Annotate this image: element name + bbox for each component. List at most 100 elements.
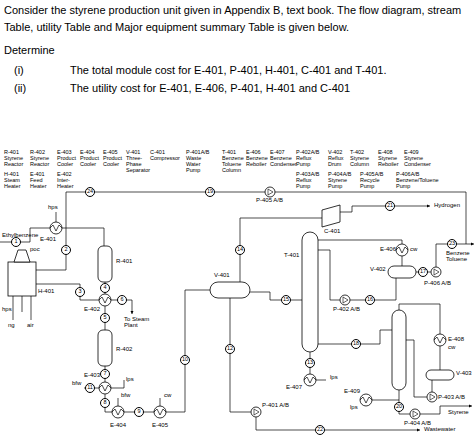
- equipment-legend-text: P-401A/B: [186, 150, 210, 156]
- stream-label: 23: [449, 241, 455, 247]
- equipment-legend-text: Benzene Reboiler: [246, 156, 272, 168]
- stream-number: 8: [100, 398, 110, 408]
- equipment-tag: lps: [350, 404, 358, 410]
- stream-label: 7: [103, 371, 106, 377]
- equipment-tag: P-404 A/B: [404, 420, 431, 426]
- equipment-legend-text: E-402: [57, 172, 72, 178]
- heat-exchanger: [434, 334, 446, 346]
- equipment-legend-text: Recycle Pump: [360, 178, 386, 190]
- equipment-legend-text: Benzene Condenser: [270, 156, 296, 168]
- equipment-legend-text: E-407: [270, 150, 285, 156]
- stream-number: 23: [447, 239, 457, 249]
- reactor-vessel: [98, 246, 112, 282]
- equipment-legend-text: Inter-Heater: [57, 178, 83, 190]
- equipment-tag: Ethylbenzene: [2, 232, 38, 238]
- equipment-legend-text: Styrene Column: [350, 156, 376, 168]
- equipment-legend-text: T-401: [222, 150, 236, 156]
- equipment-tag: Styrene: [448, 409, 469, 415]
- equipment-legend-text: E-409: [404, 150, 419, 156]
- pump-symbol: [251, 407, 261, 417]
- equipment-tag: V-402: [370, 266, 386, 272]
- equipment-legend-text: E-403: [57, 150, 72, 156]
- equipment-legend-text: P-403A/B: [296, 172, 320, 178]
- stream-number: 13: [305, 358, 315, 368]
- equipment-legend-text: R-401: [4, 150, 19, 156]
- pump-symbol: [265, 187, 275, 197]
- equipment-legend-text: E-401: [30, 172, 45, 178]
- equipment-tag: R-401: [116, 258, 132, 264]
- distillation-column: [392, 310, 406, 390]
- equipment-tag: R-402: [116, 346, 132, 352]
- equipment-legend-text: C-401: [150, 150, 165, 156]
- equipment-legend-text: Styrene Condenser: [404, 156, 430, 168]
- equipment-legend-text: Feed Heater: [30, 178, 56, 190]
- stream-label: 2: [64, 247, 67, 253]
- equipment-legend-text: Product Cooler: [103, 156, 129, 168]
- stream-number: 20: [394, 402, 404, 412]
- separator-drum: [210, 282, 250, 298]
- stream-label: 24: [87, 189, 93, 195]
- equipment-tag: cw: [410, 246, 417, 252]
- equipment-legend-text: Styrene Reactor: [4, 156, 30, 168]
- equipment-tag: bfw: [72, 380, 81, 386]
- equipment-tag: P-405 A/B: [256, 197, 283, 203]
- equipment-tag: E-407: [286, 384, 302, 390]
- stream-number: 1: [11, 237, 21, 247]
- equipment-legend-text: Product Cooler: [80, 156, 106, 168]
- equipment-legend-text: Styrene Reboiler: [378, 156, 404, 168]
- equipment-legend-text: H-401: [4, 172, 19, 178]
- stream-label: 19: [207, 189, 213, 195]
- equipment-tag: V-403: [456, 370, 472, 376]
- equipment-legend-text: E-406: [246, 150, 261, 156]
- product-line: [466, 244, 474, 245]
- stream-label: 21: [387, 203, 393, 209]
- stream-label: 13: [307, 360, 313, 366]
- equipment-legend-text: E-408: [378, 150, 393, 156]
- equipment-legend-text: P-405A/B: [360, 172, 384, 178]
- equipment-tag: bfw: [121, 392, 130, 398]
- equipment-tag: hps: [48, 204, 58, 210]
- equipment-legend-text: Steam Heater: [4, 178, 30, 190]
- equipment-tag: Wastewater: [424, 426, 455, 432]
- equipment-tag: ng: [8, 322, 15, 328]
- stream-label: 4: [103, 285, 106, 291]
- heat-exchanger: [304, 374, 316, 386]
- stream-number: 16: [365, 295, 375, 305]
- equipment-tag: poc: [30, 246, 40, 252]
- stream-label: 5: [103, 315, 106, 321]
- question-text: (ii): [14, 80, 26, 97]
- equipment-tag: lps: [126, 376, 134, 382]
- product-line: [256, 430, 420, 431]
- equipment-tag: E-405: [152, 422, 168, 428]
- heater-stack: [14, 250, 30, 262]
- stream-label: 6: [120, 297, 123, 303]
- product-line: [440, 406, 472, 407]
- stream-number: 18: [351, 339, 361, 349]
- equipment-tag: cw: [164, 392, 171, 398]
- equipment-legend-text: Benzene Toluene Column: [222, 156, 248, 173]
- equipment-tag: C-401: [324, 228, 340, 234]
- equipment-tag: Benzene Toluene: [446, 250, 474, 263]
- heat-exchanger: [50, 222, 62, 234]
- pump-symbol: [431, 267, 441, 277]
- equipment-tag: H-401: [38, 288, 54, 294]
- equipment-tag: P-406 A/B: [424, 280, 451, 286]
- stream-number: 9: [134, 407, 144, 417]
- stream-number: 24: [85, 187, 95, 197]
- equipment-legend-text: Styrene Pump: [328, 178, 354, 190]
- stream-label: 18: [353, 341, 359, 347]
- equipment-tag: lps: [330, 374, 338, 380]
- stream-label: 22: [317, 427, 323, 433]
- stream-label: 16: [367, 297, 373, 303]
- equipment-legend-text: E-404: [80, 150, 95, 156]
- stream-number: 7: [100, 369, 110, 379]
- stream-label: 3: [78, 289, 81, 295]
- pump-symbol: [427, 392, 437, 402]
- equipment-tag: E-409: [344, 388, 360, 394]
- equipment-tag: P-403 A/B: [438, 394, 465, 400]
- heat-exchanger: [396, 244, 408, 256]
- equipment-legend-text: T-402: [350, 150, 364, 156]
- heat-exchanger: [154, 406, 166, 418]
- equipment-tag: V-401: [214, 272, 230, 278]
- equipment-tag: E-406: [380, 246, 396, 252]
